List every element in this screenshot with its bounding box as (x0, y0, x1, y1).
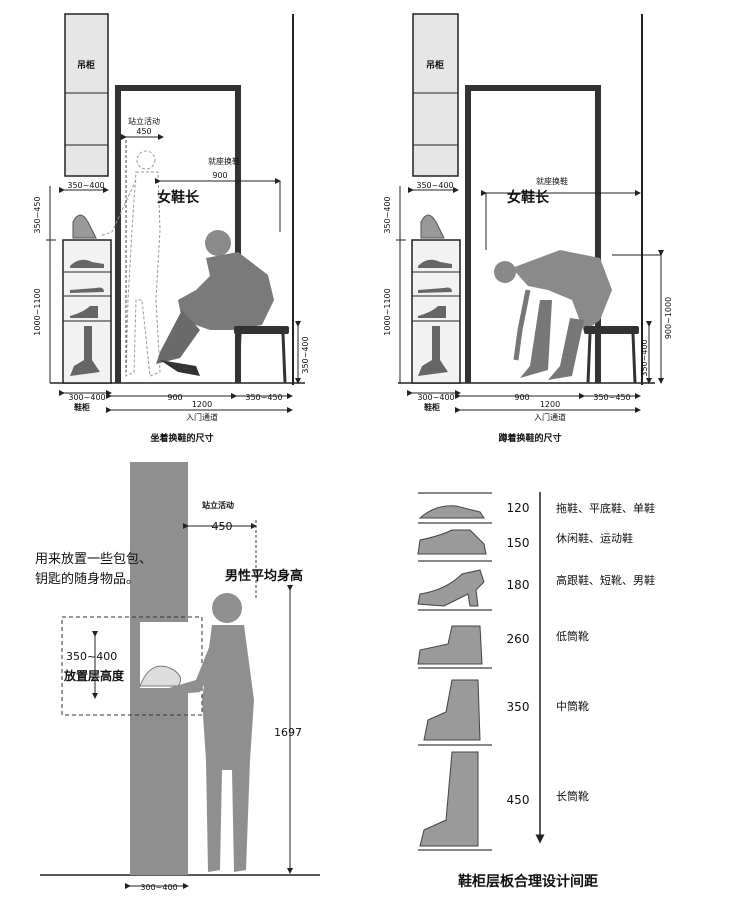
shoe-type-label: 低筒靴 (556, 629, 589, 643)
shoe-icon (418, 287, 452, 293)
bag-icon (420, 214, 445, 239)
woman-shoe-label: 女鞋长 (507, 189, 550, 206)
bottom-cab-depth: 300~400 (417, 393, 454, 402)
shelf-height: 350~450 (33, 196, 42, 233)
shoe-icon (418, 306, 446, 318)
spacing-value: 180 (507, 578, 530, 592)
shoe-icon (70, 287, 104, 293)
shelf-height: 350~400 (383, 196, 392, 233)
shoe-cab-label: 鞋柜 (424, 402, 440, 412)
spacing-value: 260 (507, 632, 530, 646)
shoe-type-label: 拖鞋、平底鞋、单鞋 (556, 501, 655, 515)
seated-person-figure (156, 230, 274, 376)
sneaker-icon (417, 529, 487, 555)
heel-icon (417, 569, 485, 607)
panel-crouching: 吊柜 就座换鞋 女鞋长 350~400 350~400 10 (383, 13, 673, 444)
upper-tall-cabinet (130, 462, 188, 622)
cabinet-height: 1000~1100 (33, 288, 42, 335)
bottom-total: 1200 (540, 400, 560, 409)
entry-label: 入门通道 (534, 412, 566, 422)
spacing-value: 450 (507, 793, 530, 807)
stand-height: 900~1000 (664, 297, 673, 339)
tall-boot-icon (419, 751, 479, 847)
top-depth: 350~400 (416, 181, 453, 190)
shoe-type-label: 高跟鞋、短靴、男鞋 (556, 573, 655, 587)
bag-icon (72, 214, 97, 239)
standing-width: 450 (136, 127, 151, 136)
standing-width: 450 (212, 520, 233, 533)
seat-label: 就座换鞋 (208, 156, 240, 166)
standing-label: 站立活动 (202, 500, 234, 510)
door-frame (115, 85, 241, 383)
shoe-type-label: 中筒靴 (556, 699, 589, 713)
crouching-person-figure (494, 250, 612, 380)
bottom-seat-width: 900 (514, 393, 529, 402)
shelf-range: 350~400 (66, 650, 117, 663)
bottom-stool-depth: 350~450 (593, 393, 630, 402)
shoe-icon (70, 306, 98, 318)
stool (234, 326, 289, 334)
caption-seated: 坐着换鞋的尺寸 (150, 432, 213, 444)
depth-label: 300~400 (140, 883, 177, 892)
standing-label: 站立活动 (128, 116, 160, 126)
standing-person-outline (99, 150, 161, 377)
entry-label: 入门通道 (186, 412, 218, 422)
upper-cabinet (64, 13, 109, 177)
hat-icon (139, 665, 182, 687)
upper-cabinet-label: 吊柜 (426, 59, 444, 71)
boot-icon (70, 326, 100, 376)
male-height-label: 男性平均身高 (225, 568, 303, 584)
caption-spacing: 鞋柜层板合理设计间距 (458, 873, 598, 890)
note-line-2: 钥匙的随身物品。 (35, 571, 139, 587)
spacing-value: 350 (507, 700, 530, 714)
caption-crouching: 蹲着换鞋的尺寸 (498, 432, 561, 444)
panel-standing: 站立活动 450 用来放置一些包包、 钥匙的随身物品。 男性平均身高 1697 … (35, 462, 320, 892)
bottom-total: 1200 (192, 400, 212, 409)
shoe-type-label: 长筒靴 (556, 789, 589, 803)
bottom-stool-depth: 350~450 (245, 393, 282, 402)
seat-label: 就座换鞋 (536, 176, 568, 186)
door-frame (465, 85, 601, 383)
mid-boot-icon (423, 679, 481, 741)
height-value: 1697 (274, 726, 302, 739)
slipper-icon (418, 505, 485, 519)
upper-cabinet-label: 吊柜 (77, 59, 95, 71)
panel-spacing: 120 150 180 260 350 450 拖鞋、平底鞋、单鞋 休闲鞋、运动… (417, 492, 655, 890)
spacing-value: 150 (507, 536, 530, 550)
cabinet-height: 1000~1100 (383, 288, 392, 335)
upper-cabinet (412, 13, 459, 177)
bottom-cab-depth: 300~400 (68, 393, 105, 402)
ankle-boot-icon (417, 625, 483, 665)
shoe-icon (70, 259, 104, 268)
woman-shoe-label: 女鞋长 (157, 189, 200, 206)
man-silhouette (160, 593, 254, 872)
shoe-icon (418, 259, 452, 268)
note-line-1: 用来放置一些包包、 (35, 552, 152, 567)
lower-tall-cabinet (130, 688, 188, 875)
shoe-type-label: 休闲鞋、运动鞋 (556, 531, 633, 545)
seat-width: 900 (212, 171, 227, 180)
shelf-label: 放置层高度 (63, 668, 125, 683)
spacing-value: 120 (507, 501, 530, 515)
stool (584, 326, 639, 334)
panel-seated: 吊柜 站立活动 450 (33, 13, 310, 444)
top-depth: 350~400 (67, 181, 104, 190)
stool-height: 350~400 (301, 336, 310, 373)
stool-height: 350~400 (640, 339, 649, 376)
boot-icon (418, 326, 448, 376)
bottom-seat-width: 900 (167, 393, 182, 402)
shoe-cab-label: 鞋柜 (74, 402, 90, 412)
